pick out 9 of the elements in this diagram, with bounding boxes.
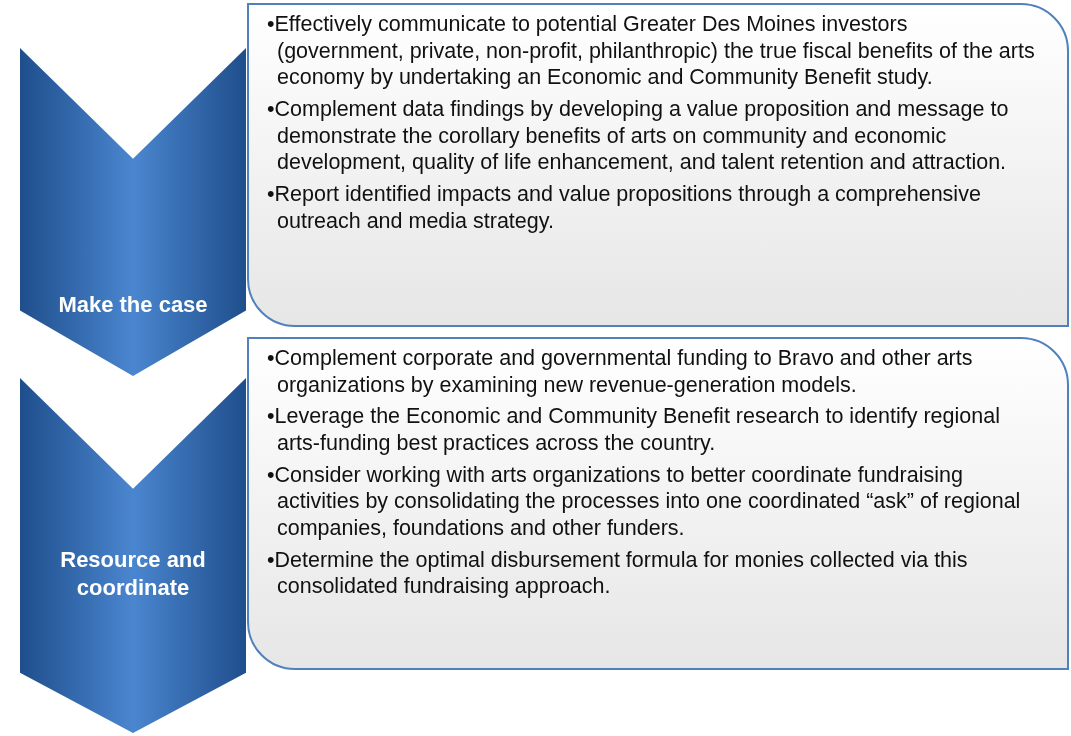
bullet-text: •Complement corporate and governmental funding to Bravo and other arts organizations by examining new revenue-generation models. [267,345,974,399]
bullet-text: •Determine the optimal disbursement formula for monies collected via this consolidated fundraising approach. [267,546,969,600]
bullet-text: •Effectively communicate to potential Greater Des Moines investors (government, private, non-profit, philanthropic) the true fiscal benefits of the arts economy by undertaking an Economic and Community Benefit study. [267,11,1036,91]
bullet-text: •Complement data findings by developing a value proposition and message to demonstrate the corollary benefits of arts on community and economic development, quality of life enhancement, and talent retention and attraction. [267,95,1010,176]
stage-heading: Resource and coordinate [59,545,207,603]
bullet-text: •Consider working with arts organizations to better coordinate fundraising activities by consolidating the processes into one coordinated “ask” of regional companies, foundations and other funders. [267,461,1022,542]
stage-heading: Make the case [58,291,208,320]
bullet-text: •Report identified impacts and value propositions through a comprehensive outreach and media strategy. [267,180,982,235]
bullet-text: •Leverage the Economic and Community Benefit research to identify regional arts-funding best practices across the country. [267,403,1001,457]
